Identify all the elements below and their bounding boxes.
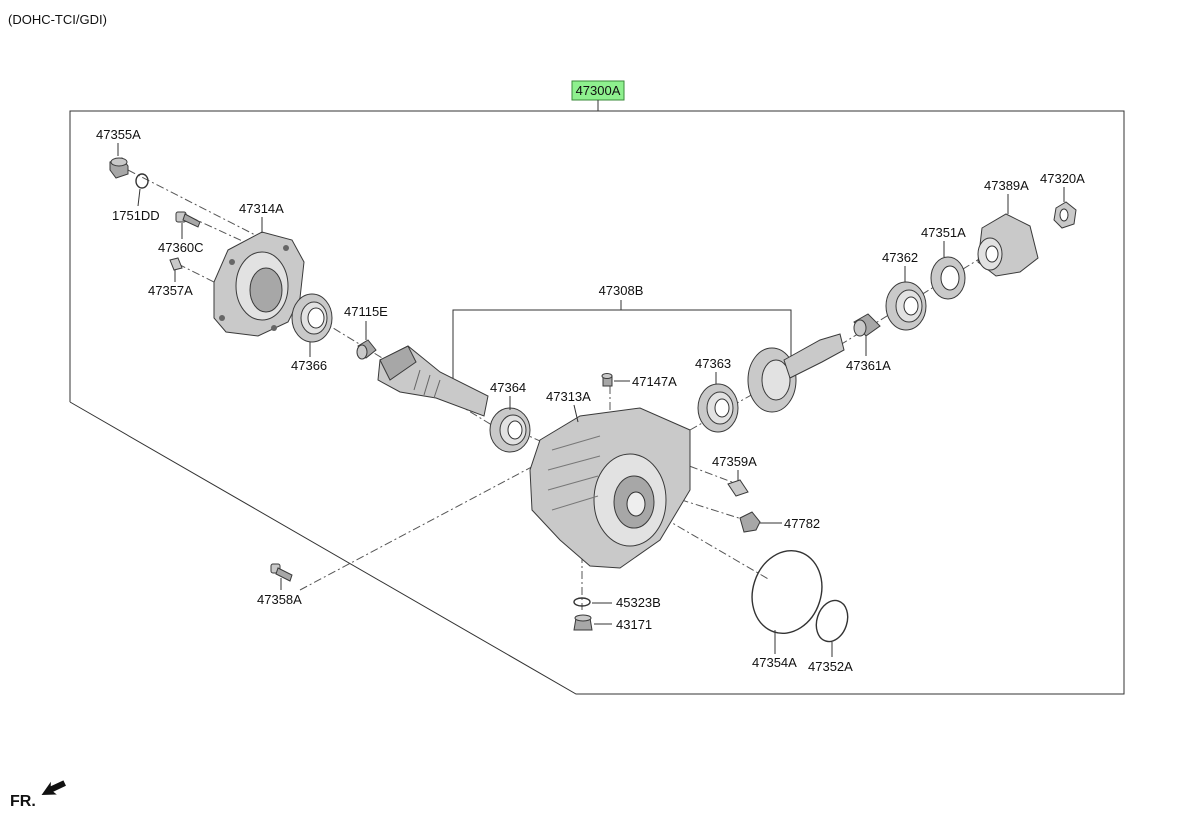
seal-47363[interactable] (697, 383, 739, 433)
label-47362[interactable]: 47362 (882, 250, 918, 265)
direction-arrow-icon (41, 780, 66, 795)
flange-47389A[interactable] (977, 213, 1039, 277)
assembly-part-label[interactable]: 47300A (576, 83, 621, 98)
label-47366[interactable]: 47366 (291, 358, 327, 373)
label-47360C[interactable]: 47360C (158, 240, 204, 255)
shaft-47308B-pinion[interactable] (377, 345, 489, 417)
label-47361A[interactable]: 47361A (846, 358, 891, 373)
label-47389A[interactable]: 47389A (984, 178, 1029, 193)
pin-47357A[interactable] (169, 257, 183, 271)
label-47782[interactable]: 47782 (784, 516, 820, 531)
seal-47351A[interactable] (930, 256, 966, 300)
assembly-frame (69, 110, 1125, 695)
dowel-47359A[interactable] (727, 479, 749, 497)
housing-47313A[interactable] (529, 407, 691, 569)
label-47364[interactable]: 47364 (490, 380, 526, 395)
cover-47314A[interactable] (213, 231, 305, 337)
label-47355A[interactable]: 47355A (96, 127, 141, 142)
label-47352A[interactable]: 47352A (808, 659, 853, 674)
plug-47782[interactable] (739, 511, 761, 533)
label-47359A[interactable]: 47359A (712, 454, 757, 469)
seal-47366[interactable] (291, 293, 333, 343)
bolt-47360C[interactable] (175, 211, 201, 228)
bearing-47362[interactable] (885, 281, 927, 331)
plug-43171[interactable] (573, 614, 593, 631)
nut-47320A[interactable] (1053, 201, 1077, 229)
bolt-47358A[interactable] (270, 563, 293, 582)
plug-47355A[interactable] (109, 157, 129, 179)
oring-47354A[interactable] (742, 542, 833, 643)
label-47320A[interactable]: 47320A (1040, 171, 1085, 186)
label-45323B[interactable]: 45323B (616, 595, 661, 610)
label-47313A[interactable]: 47313A (546, 389, 591, 404)
label-47354A[interactable]: 47354A (752, 655, 797, 670)
bushing-47115E[interactable] (356, 339, 377, 360)
washer-45323B[interactable] (573, 597, 591, 607)
sub-assembly-bracket (452, 309, 792, 380)
bushing-47361A[interactable] (853, 313, 881, 337)
label-47358A[interactable]: 47358A (257, 592, 302, 607)
label-1751DD[interactable]: 1751DD (112, 208, 160, 223)
washer-1751DD[interactable] (135, 173, 149, 189)
ring-47352A[interactable] (811, 596, 853, 645)
label-47357A[interactable]: 47357A (148, 283, 193, 298)
bearing-47364[interactable] (489, 407, 531, 453)
label-47147A[interactable]: 47147A (632, 374, 677, 389)
shaft-47308B-gear[interactable] (747, 333, 845, 413)
sub-assembly-label[interactable]: 47308B (599, 283, 644, 298)
label-47115E[interactable]: 47115E (344, 304, 388, 319)
engine-spec-label: (DOHC-TCI/GDI) (8, 12, 107, 27)
direction-label: FR. (10, 793, 36, 810)
label-43171[interactable]: 43171 (616, 617, 652, 632)
label-47314A[interactable]: 47314A (239, 201, 284, 216)
label-47351A[interactable]: 47351A (921, 225, 966, 240)
vent-47147A[interactable] (601, 373, 613, 387)
label-47363[interactable]: 47363 (695, 356, 731, 371)
